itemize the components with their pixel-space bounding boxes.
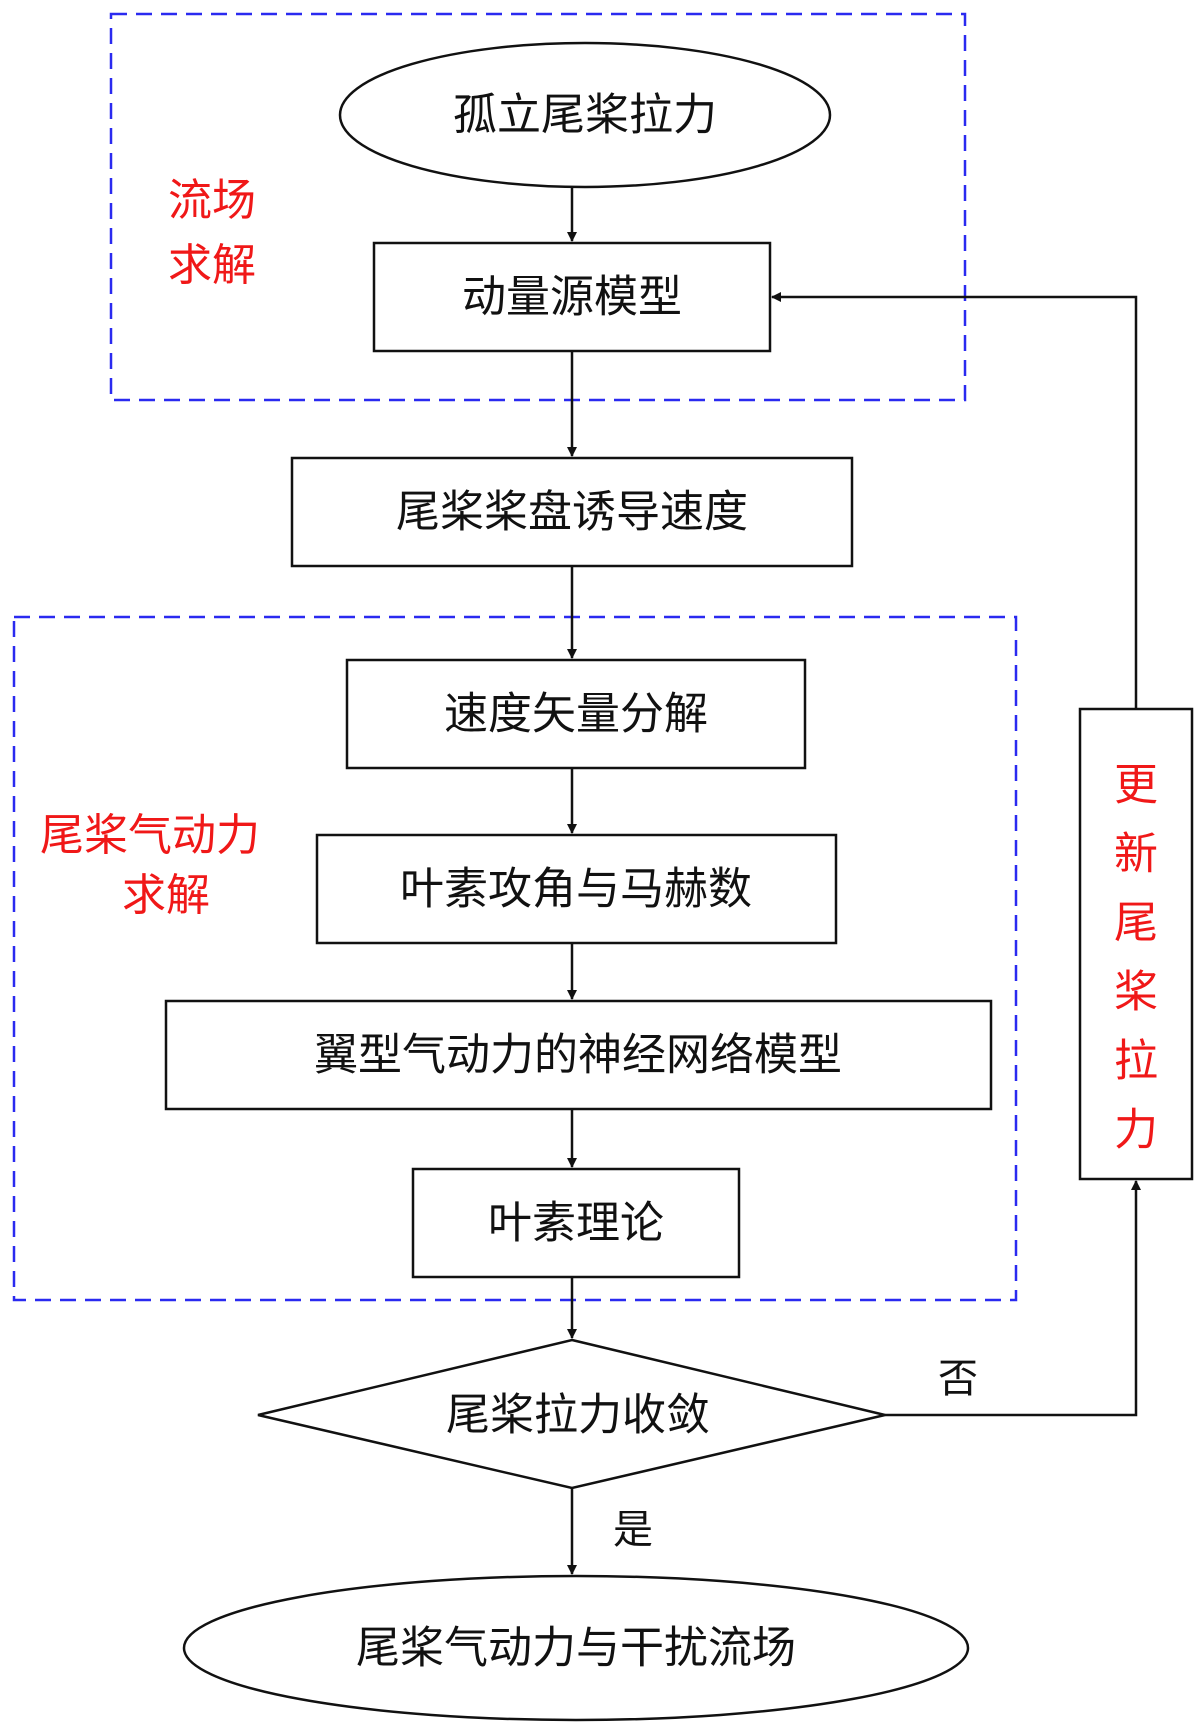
aoa-mach-label: 叶素攻角与马赫数 bbox=[400, 864, 752, 915]
start-node bbox=[338, 41, 832, 189]
start-node-label: 孤立尾桨拉力 bbox=[453, 90, 717, 141]
momentum-source-node bbox=[372, 241, 772, 353]
aero-group-label-line2: 求解 bbox=[122, 870, 210, 921]
update-thrust-char-4: 桨 bbox=[1114, 967, 1158, 1018]
aoa-mach-node bbox=[315, 833, 838, 945]
neural-net-label: 翼型气动力的神经网络模型 bbox=[314, 1030, 842, 1081]
velocity-decomp-label: 速度矢量分解 bbox=[444, 689, 708, 740]
end-node bbox=[182, 1574, 970, 1722]
neural-net-node bbox=[164, 999, 993, 1111]
edge-label-yes: 是 bbox=[613, 1507, 653, 1553]
velocity-decomp-node bbox=[345, 658, 807, 770]
update-thrust-char-1: 更 bbox=[1114, 760, 1158, 811]
end-node-label: 尾桨气动力与干扰流场 bbox=[356, 1623, 796, 1674]
update-thrust-char-6: 力 bbox=[1114, 1105, 1158, 1156]
arrow-decision-to-update bbox=[885, 1180, 1141, 1417]
aero-group-box bbox=[12, 615, 1018, 1302]
update-thrust-char-2: 新 bbox=[1114, 829, 1158, 880]
blade-element-node bbox=[411, 1167, 741, 1279]
blade-element-label: 叶素理论 bbox=[488, 1198, 664, 1249]
flow-field-group-label-line1: 流场 bbox=[168, 175, 256, 226]
momentum-source-label: 动量源模型 bbox=[462, 272, 682, 323]
update-thrust-char-5: 拉 bbox=[1114, 1036, 1158, 1087]
update-thrust-node bbox=[1078, 707, 1194, 1181]
update-thrust-char-3: 尾 bbox=[1114, 898, 1158, 949]
flow-field-group-label-line2: 求解 bbox=[168, 240, 256, 291]
decision-label: 尾桨拉力收敛 bbox=[446, 1390, 710, 1441]
induced-velocity-label: 尾桨桨盘诱导速度 bbox=[396, 487, 748, 538]
arrow-update-to-momentum bbox=[771, 292, 1138, 709]
flow-field-group-box bbox=[109, 12, 967, 402]
induced-velocity-node bbox=[290, 456, 854, 568]
edge-label-no: 否 bbox=[938, 1356, 978, 1402]
aero-group-label-line1: 尾桨气动力 bbox=[40, 810, 260, 861]
